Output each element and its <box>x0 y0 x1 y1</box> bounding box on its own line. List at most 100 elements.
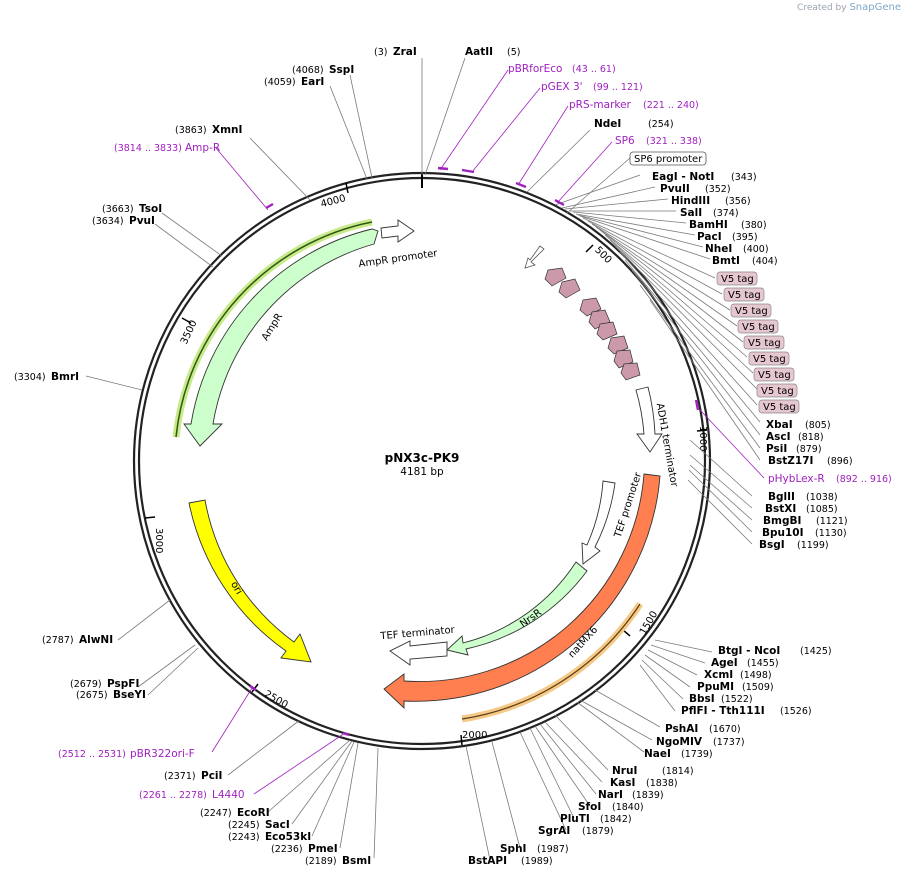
enzyme-pvuii[interactable]: PvuII <box>660 183 690 195</box>
svg-text:(2512 .. 2531): (2512 .. 2531) <box>58 749 126 760</box>
svg-text:(1670): (1670) <box>709 724 741 735</box>
feature-ori[interactable] <box>188 499 312 663</box>
feature-ampr-promoter[interactable] <box>380 219 415 243</box>
svg-text:(896): (896) <box>827 456 853 467</box>
sp6-promoter-label: SP6 promoter <box>634 154 703 165</box>
enzyme-kasi[interactable]: KasI <box>610 777 635 789</box>
enzyme-pluti[interactable]: PluTI <box>560 813 590 825</box>
enzyme-bsmi[interactable]: BsmI <box>342 855 371 867</box>
primer-amp-r[interactable]: Amp-R <box>185 142 220 154</box>
enzyme-xcmi[interactable]: XcmI <box>704 669 733 681</box>
svg-text:(1842): (1842) <box>600 814 632 825</box>
enzyme-sfoi[interactable]: SfoI <box>578 801 601 813</box>
svg-text:(892 .. 916): (892 .. 916) <box>836 474 892 485</box>
v5-arrow-2[interactable] <box>558 278 581 299</box>
plasmid-length: 4181 bp <box>400 466 444 478</box>
enzyme-bglii[interactable]: BglII <box>768 491 795 503</box>
enzyme-bstxi[interactable]: BstXI <box>765 503 796 515</box>
feature-adh1-terminator[interactable] <box>635 386 663 453</box>
enzyme-bsgi[interactable]: BsgI <box>759 539 785 551</box>
feature-nrsr[interactable] <box>446 561 588 656</box>
enzyme-bseyi[interactable]: BseYI <box>113 689 146 701</box>
enzyme-bstz17i[interactable]: BstZ17I <box>768 455 813 467</box>
primer-labels: pBRforEco (43 .. 61) pGEX 3' (99 .. 121)… <box>58 63 892 801</box>
feature-ampr[interactable] <box>183 228 379 447</box>
enzyme-agei[interactable]: AgeI <box>711 657 738 669</box>
svg-text:(374): (374) <box>713 208 739 219</box>
snapgene-logo: SnapGene <box>849 2 901 13</box>
enzyme-asci[interactable]: AscI <box>766 431 791 443</box>
feature-natmx6[interactable] <box>383 473 661 710</box>
enzyme-bamhi[interactable]: BamHI <box>689 219 728 231</box>
enzyme-paci[interactable]: PacI <box>697 231 722 243</box>
primer-pbr322ori-f[interactable]: pBR322ori-F <box>130 748 195 760</box>
tick-label-2500: 2500 <box>262 689 290 711</box>
enzyme-nari[interactable]: NarI <box>598 789 623 801</box>
enzyme-sspi[interactable]: SspI <box>329 64 354 76</box>
enzyme-ppumi[interactable]: PpuMI <box>697 681 734 693</box>
enzyme-btgi-ncoi[interactable]: BtgI - NcoI <box>718 645 780 657</box>
svg-text:(1522): (1522) <box>721 694 753 705</box>
enzyme-xmni[interactable]: XmnI <box>212 124 242 136</box>
enzyme-saci[interactable]: SacI <box>265 819 290 831</box>
v5-label-6: V5 tag <box>753 354 786 365</box>
enzyme-aatii[interactable]: AatII <box>465 46 493 58</box>
primer-prs-marker[interactable]: pRS-marker <box>569 99 632 111</box>
enzyme-naei[interactable]: NaeI <box>644 748 671 760</box>
enzyme-pcii[interactable]: PciI <box>201 770 222 782</box>
enzyme-nrui[interactable]: NruI <box>612 765 637 777</box>
primer-l4440[interactable]: L4440 <box>212 789 245 801</box>
enzyme-bmti[interactable]: BmtI <box>712 255 740 267</box>
small-arrow-1 <box>524 245 545 269</box>
svg-text:(3863): (3863) <box>175 125 207 136</box>
enzyme-labels-right: NdeI (254) EagI - NotI (343) PvuII (352)… <box>468 118 853 867</box>
v5-label-5: V5 tag <box>748 338 781 349</box>
feature-tef-promoter[interactable] <box>581 480 616 565</box>
svg-text:(321 .. 338): (321 .. 338) <box>646 136 702 147</box>
v5-arrow-8[interactable] <box>620 362 641 381</box>
enzyme-ecori[interactable]: EcoRI <box>237 807 270 819</box>
leader-lines-right <box>465 129 761 861</box>
enzyme-nhei[interactable]: NheI <box>705 243 732 255</box>
enzyme-bmgbi[interactable]: BmgBI <box>763 515 801 527</box>
enzyme-bmri[interactable]: BmrI <box>51 371 79 383</box>
enzyme-sgrai[interactable]: SgrAI <box>538 825 570 837</box>
svg-text:(356): (356) <box>725 196 751 207</box>
enzyme-tsoi[interactable]: TsoI <box>139 203 162 215</box>
enzyme-psii[interactable]: PsiI <box>766 443 787 455</box>
enzyme-pflfi-tth111i[interactable]: PflFI - Tth111I <box>681 705 765 717</box>
enzyme-zrai[interactable]: ZraI <box>393 46 417 58</box>
enzyme-pshai[interactable]: PshAI <box>665 723 698 735</box>
enzyme-eari[interactable]: EarI <box>301 76 324 88</box>
enzyme-ndei[interactable]: NdeI <box>594 118 621 130</box>
svg-text:(3634): (3634) <box>92 216 124 227</box>
primer-phyblex-r[interactable]: pHybLex-R <box>768 473 825 485</box>
svg-text:(1879): (1879) <box>582 826 614 837</box>
enzyme-alwni[interactable]: AlwNI <box>79 634 113 646</box>
svg-text:(805): (805) <box>805 420 831 431</box>
enzyme-bpu10i[interactable]: Bpu10I <box>762 527 804 539</box>
enzyme-pspfi[interactable]: PspFI <box>107 678 139 690</box>
primer-pgex3[interactable]: pGEX 3' <box>541 81 583 93</box>
enzyme-pmei[interactable]: PmeI <box>308 843 338 855</box>
svg-text:(400): (400) <box>743 244 769 255</box>
enzyme-sphi[interactable]: SphI <box>500 843 526 855</box>
enzyme-bbsi[interactable]: BbsI <box>689 693 715 705</box>
enzyme-bstapi[interactable]: BstAPI <box>468 855 507 867</box>
svg-text:(1989): (1989) <box>521 856 553 867</box>
primer-pbrforeco[interactable]: pBRforEco <box>508 63 562 75</box>
enzyme-sali[interactable]: SalI <box>680 207 702 219</box>
v5-label-3: V5 tag <box>735 306 768 317</box>
primer-sp6[interactable]: SP6 <box>615 135 635 147</box>
enzyme-ngomiv[interactable]: NgoMIV <box>656 736 703 748</box>
enzyme-eagi-noti[interactable]: EagI - NotI <box>652 171 714 183</box>
v5-arrow-1[interactable] <box>544 267 567 287</box>
feature-tef-terminator[interactable] <box>389 640 448 666</box>
enzyme-eco53ki[interactable]: Eco53kI <box>265 831 311 843</box>
enzyme-hindiii[interactable]: HindIII <box>671 195 710 207</box>
primer-leaders <box>211 69 765 795</box>
svg-text:(3): (3) <box>374 47 387 58</box>
v5-arrow-5[interactable] <box>596 321 618 341</box>
enzyme-pvui[interactable]: PvuI <box>129 215 155 227</box>
enzyme-xbai[interactable]: XbaI <box>766 419 793 431</box>
